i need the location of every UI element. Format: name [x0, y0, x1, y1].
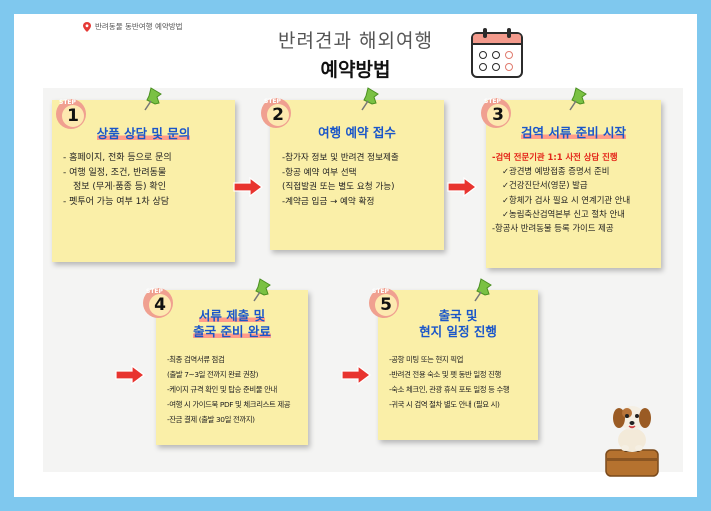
location-tag: 반려동물 동반여행 예약방법 — [83, 21, 183, 32]
pushpin-icon — [253, 278, 271, 302]
step2-title: 여행 예약 접수 — [318, 125, 396, 140]
list-item: -항공사 반려동물 등록 가이드 제공 — [492, 223, 614, 234]
list-item: ✓항체가 검사 필요 시 연계기관 안내 — [502, 194, 631, 205]
step4-items: -최종 검역서류 점검 (출발 7~3일 전까지 완료 권장) -케이지 규격 … — [167, 352, 308, 427]
step3-title: 검역 서류 준비 시작 — [520, 125, 627, 140]
location-text: 반려동물 동반여행 예약방법 — [95, 22, 183, 31]
location-pin-icon — [83, 21, 91, 32]
list-item: - 펫투어 가능 여부 1차 상담 — [63, 196, 170, 207]
step5-badge: STEP 5 — [367, 286, 401, 320]
step2-items: -참가자 정보 및 반려견 정보제출 -항공 예약 여부 선택 (직접발권 또는… — [282, 151, 444, 209]
list-item: -잔금 결제 (출발 30일 전까지) — [167, 415, 255, 424]
list-item: -숙소 체크인, 관광 휴식 포토 일정 등 수행 — [389, 385, 510, 394]
highlight-item: -검역 전문기관 1:1 사전 상담 진행 — [492, 152, 618, 162]
page-subtitle: 예약방법 — [320, 59, 391, 81]
step1-items: - 홈페이지, 전화 등으로 문의 - 여행 일정, 조건, 반려동물 정보 (… — [63, 151, 233, 209]
list-item: ✓건강진단서(영문) 발급 — [502, 180, 588, 191]
list-item: - 홈페이지, 전화 등으로 문의 — [63, 153, 172, 163]
list-item: -여행 시 가이드북 PDF 및 체크리스트 제공 — [167, 400, 291, 409]
list-item: -공항 미팅 또는 현지 픽업 — [389, 355, 464, 364]
step3-items: -검역 전문기관 1:1 사전 상담 진행 ✓광견병 예방접종 증명서 준비 ✓… — [492, 150, 660, 235]
list-item: ✓농림축산검역본부 신고 절차 안내 — [502, 208, 625, 219]
page-title: 반려견과 해외여행 — [278, 30, 433, 52]
list-item: -반려견 전용 숙소 및 펫 동반 일정 진행 — [389, 370, 501, 379]
list-item: -최종 검역서류 점검 — [167, 355, 225, 364]
step5-items: -공항 미팅 또는 현지 픽업 -반려견 전용 숙소 및 펫 동반 일정 진행 … — [389, 352, 538, 412]
list-item: - 여행 일정, 조건, 반려동물 — [63, 167, 167, 178]
dog-on-suitcase-illustration — [605, 406, 659, 477]
right-arrow-icon — [115, 365, 145, 385]
right-arrow-icon — [447, 177, 477, 197]
pushpin-icon — [569, 87, 587, 111]
right-arrow-icon — [341, 365, 371, 385]
list-item: -참가자 정보 및 반려견 정보제출 — [282, 153, 399, 163]
list-item: 정보 (무게·품종 등) 확인 — [73, 182, 166, 192]
step3-badge: STEP 3 — [479, 96, 513, 130]
step5-title: 출국 및 현지 일정 진행 — [419, 308, 497, 339]
pushpin-icon — [144, 87, 162, 111]
step2-badge: STEP 2 — [259, 96, 293, 130]
step1-title: 상품 상담 및 문의 — [96, 126, 191, 141]
step5-note — [378, 290, 538, 440]
step2-note — [270, 100, 444, 250]
pushpin-icon — [474, 278, 492, 302]
list-item: (출발 7~3일 전까지 완료 권장) — [167, 370, 259, 379]
list-item: (직접발권 또는 별도 요청 가능) — [282, 182, 395, 192]
list-item: -계약금 입금 → 예약 확정 — [282, 196, 375, 207]
step4-badge: STEP 4 — [141, 286, 175, 320]
right-arrow-icon — [233, 177, 263, 197]
list-item: -케이지 규격 확인 및 탑승 준비물 안내 — [167, 385, 277, 394]
list-item: -항공 예약 여부 선택 — [282, 167, 357, 178]
step4-title: 서류 제출 및 출국 준비 완료 — [193, 308, 271, 339]
pushpin-icon — [361, 87, 379, 111]
calendar-icon — [471, 28, 523, 78]
list-item: -귀국 시 검역 절차 별도 안내 (필요 시) — [389, 400, 500, 409]
list-item: ✓광견병 예방접종 증명서 준비 — [502, 166, 610, 177]
step1-badge: STEP 1 — [54, 97, 88, 131]
